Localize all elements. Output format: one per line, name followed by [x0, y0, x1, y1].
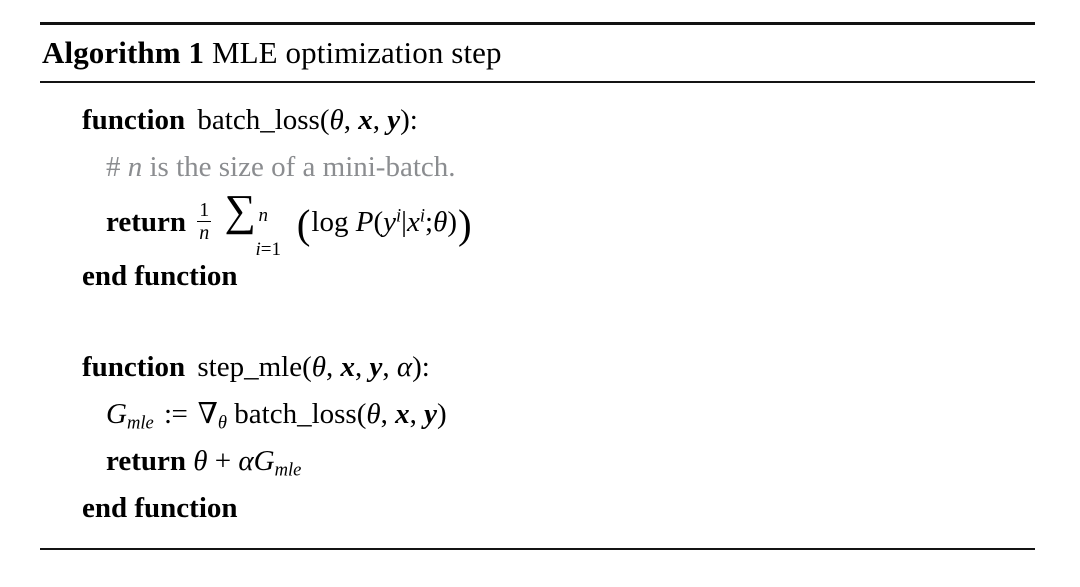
paren-open: ( [373, 206, 384, 238]
summation-start: 1 [271, 239, 282, 261]
probability-P: P [355, 206, 374, 238]
comma: , [355, 351, 370, 383]
comma: , [409, 398, 425, 430]
function-call-batch-loss: batch_loss( [234, 398, 367, 430]
summation-index: i [255, 239, 261, 261]
var-x: x [406, 206, 420, 238]
param-x: x [340, 351, 356, 383]
comma: , [380, 398, 396, 430]
arg-y: y [424, 398, 437, 430]
code-line-blank [40, 300, 1035, 344]
comment-var-n: n [127, 151, 143, 183]
fraction-one-over-n: 1 n [197, 199, 212, 245]
paren-close: ) [447, 206, 457, 238]
sigma-icon: ∑ [224, 186, 256, 236]
semicolon: ; [425, 206, 434, 238]
algorithm-top-rule [40, 22, 1035, 25]
code-line-function-step-mle: function step_mle(θ, x, y, α): [40, 344, 1035, 391]
function-name-step-mle: step_mle( [197, 351, 312, 383]
var-G: G [253, 445, 275, 477]
keyword-return: return [106, 206, 187, 238]
summation-upper-limit: n [258, 205, 269, 227]
nabla-icon: ∇ [197, 398, 218, 430]
algorithm-caption-label: Algorithm 1 [42, 35, 205, 70]
var-theta: θ [433, 206, 448, 238]
arg-theta: θ [366, 398, 381, 430]
fraction-denominator: n [199, 222, 210, 245]
var-theta: θ [193, 445, 208, 477]
param-theta: θ [329, 104, 344, 136]
fraction-numerator: 1 [197, 199, 212, 223]
log-operator: log [311, 206, 349, 238]
summation-lower-limit: i=1 [256, 219, 282, 281]
code-line-end-function-batch-loss: end function [40, 253, 1035, 300]
keyword-function: function [82, 351, 186, 383]
param-y: y [369, 351, 383, 383]
code-line-gradient-assignment: Gmle := ∇θ batch_loss(θ, x, y) [40, 391, 1035, 438]
big-paren-open: ( [296, 201, 311, 248]
algorithm-float: Algorithm 1 MLE optimization step functi… [40, 22, 1035, 550]
big-paren-close: ) [457, 201, 472, 248]
code-line-return-step-mle: return θ + αGmle [40, 438, 1035, 485]
subscript-mle: mle [126, 412, 154, 434]
summation-operator: ∑ n i=1 [225, 189, 287, 261]
algorithm-bottom-rule [40, 548, 1035, 550]
paren-close-colon: ): [400, 104, 418, 136]
code-line-function-batch-loss: function batch_loss(θ, x, y): [40, 97, 1035, 144]
subscript-theta: θ [217, 412, 228, 434]
code-line-return-batch-loss: return 1 n ∑ n i=1 (log P(yi|xi;θ)) [40, 189, 1035, 261]
paren-close: ) [437, 398, 447, 430]
comma: , [326, 351, 341, 383]
assignment-operator: := [163, 398, 188, 430]
conditional-bar: | [401, 206, 407, 238]
comma: , [372, 104, 388, 136]
algorithm-caption-rule [40, 81, 1035, 83]
keyword-end-function: end function [82, 260, 238, 292]
param-y: y [387, 104, 401, 136]
keyword-function: function [82, 104, 186, 136]
summation-equals: = [260, 239, 272, 261]
comma: , [382, 351, 397, 383]
algorithm-caption: Algorithm 1 MLE optimization step [40, 25, 1035, 81]
code-line-comment: # n is the size of a mini-batch. [40, 144, 1035, 191]
algorithm-body: function batch_loss(θ, x, y): # n is the… [40, 83, 1035, 548]
subscript-mle: mle [274, 459, 302, 481]
comment-hash: # [106, 151, 121, 183]
var-G: G [106, 398, 127, 430]
paren-close-colon: ): [412, 351, 430, 383]
algorithm-caption-title: MLE optimization step [211, 35, 502, 70]
comma: , [343, 104, 359, 136]
plus-operator: + [214, 445, 232, 477]
keyword-end-function: end function [82, 492, 238, 524]
param-theta: θ [311, 351, 326, 383]
var-y: y [383, 206, 396, 238]
superscript-i: i [419, 205, 425, 227]
param-alpha: α [396, 351, 413, 383]
superscript-i: i [396, 205, 402, 227]
param-x: x [358, 104, 373, 136]
arg-x: x [395, 398, 410, 430]
comment-text: is the size of a mini-batch. [149, 151, 456, 183]
code-line-end-function-step-mle: end function [40, 485, 1035, 532]
var-alpha: α [238, 445, 254, 477]
keyword-return: return [106, 445, 187, 477]
function-name-batch-loss: batch_loss( [197, 104, 330, 136]
